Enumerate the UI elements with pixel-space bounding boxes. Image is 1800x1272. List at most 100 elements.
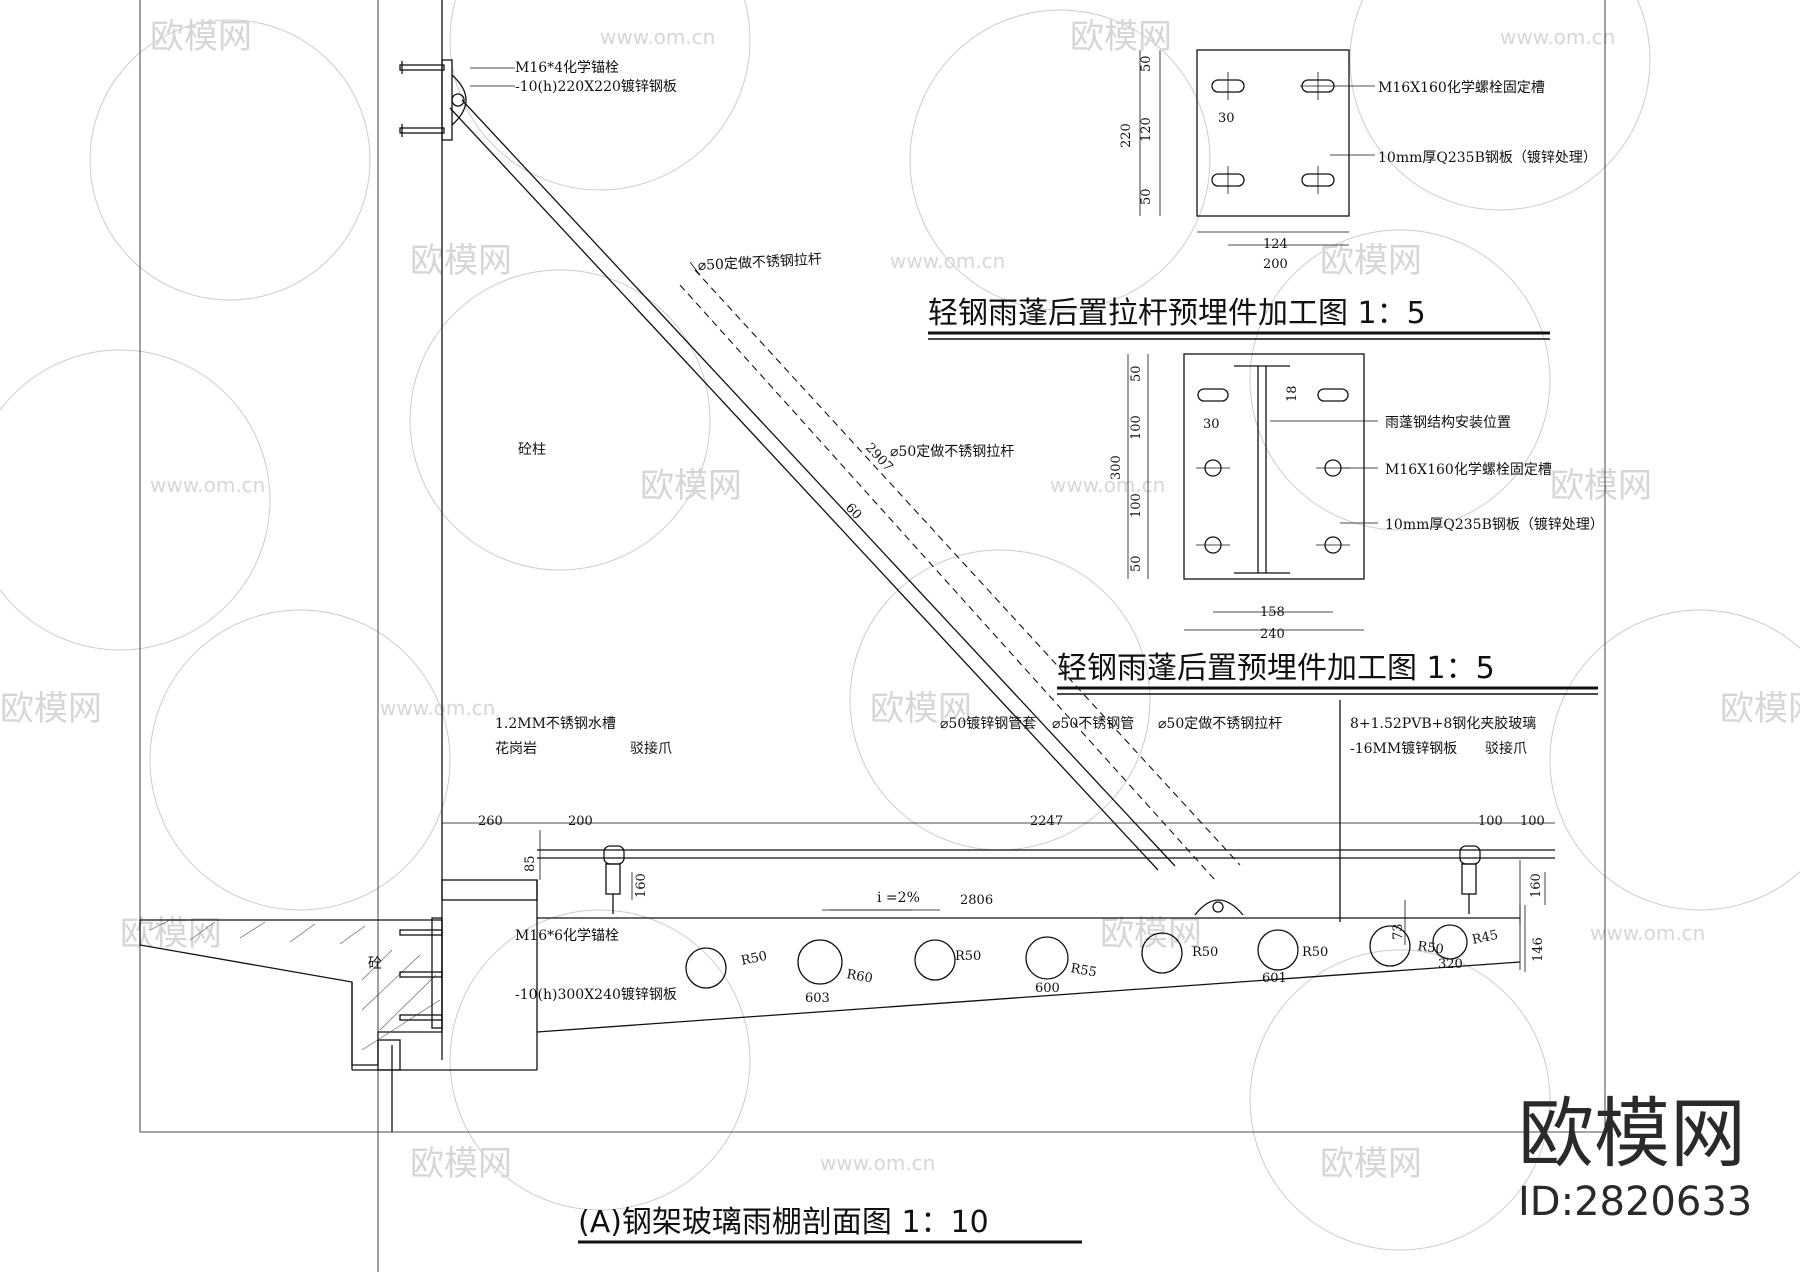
dim-146: 146 [1531,937,1546,962]
wm-url-3: www.om.cn [890,249,1005,273]
label-glass: 8+1.52PVB+8钢化夹胶玻璃 [1350,715,1536,732]
dim-73: 73 [1391,923,1406,940]
label-claw-right: 驳接爪 [1485,740,1527,757]
dim-100b: 100 [1520,814,1545,829]
wm-brand-7: 欧模网 [0,689,102,729]
rod-connector [1194,899,1244,916]
dim-85: 85 [523,855,538,872]
plate1-dim-124: 124 [1263,237,1288,252]
radius-5: R50 [1192,945,1218,960]
brand-id-text: ID:2820633 [1518,1179,1752,1225]
plate1-label-plate: 10mm厚Q235B钢板（镀锌处理） [1378,149,1597,166]
label-tube-b: ⌀50不锈钢管 [1052,716,1134,732]
dim-60: 60 [842,500,864,522]
wm-url-1: www.om.cn [600,25,715,49]
plate2-dim-100b: 100 [1129,493,1144,518]
label-anchor-bottom: M16*6化学锚栓 [515,928,619,944]
label-concrete: 砼 [368,956,382,972]
canopy-section: 260 200 2247 100 100 85 160 160 2806 73 … [139,59,1555,1244]
dim-100a: 100 [1478,814,1503,829]
label-gutter: 1.2MM不锈钢水槽 [495,716,616,732]
label-slope: i =2% [877,890,920,906]
dim-2806: 2806 [960,893,993,908]
label-plate-top: -10(h)220X220镀锌钢板 [515,78,677,95]
wm-url-5: www.om.cn [1050,473,1165,497]
wm-brand-8: 欧模网 [870,689,972,729]
wm-url-4: www.om.cn [150,473,265,497]
label-rod-3: ⌀50定做不锈钢拉杆 [1158,716,1282,732]
plate2-dim-50a: 50 [1129,365,1144,382]
plate1-dim-220: 220 [1119,123,1134,148]
plate2-dim-100a: 100 [1129,415,1144,440]
wm-brand-2: 欧模网 [1070,17,1172,57]
wm-url-2: www.om.cn [1500,25,1615,49]
plate1-title: 轻钢雨蓬后置拉杆预埋件加工图 1：5 [928,296,1426,331]
plate2-slots [1196,388,1350,554]
wm-brand-1: 欧模网 [150,17,252,57]
label-anchor-top: M16*4化学锚栓 [515,60,619,76]
plate1-dim-200: 200 [1263,257,1288,272]
dim-2247: 2247 [1030,814,1063,829]
plate2-label-plate: 10mm厚Q235B钢板（镀锌处理） [1385,516,1604,533]
plate1-outline [1196,49,1350,217]
wm-brand-4: 欧模网 [1320,241,1422,281]
label-plate-16: -16MM镀锌钢板 [1350,740,1457,757]
wm-brand-12: 欧模网 [410,1144,512,1184]
dim-160-left: 160 [634,873,649,898]
plate1-dim-120: 120 [1139,117,1154,142]
radius-8: R45 [1471,928,1500,948]
plate2-dim-240: 240 [1260,627,1285,642]
plate1-dim-lines [1139,50,1375,246]
plate2-label-bolt: M16X160化学螺栓固定槽 [1385,462,1552,478]
tie-rods [449,99,1241,881]
bottom-anchors [399,917,443,1029]
plate1-detail: 50 120 50 220 30 124 200 M16X160化学螺栓固定槽 … [928,49,1597,340]
plate1-dim-30: 30 [1218,111,1235,126]
dim-320: 320 [1438,957,1463,972]
label-plate-bottom: -10(h)300X240镀锌钢板 [515,986,677,1003]
wm-brand-5: 欧模网 [640,466,742,506]
label-rod-2: ⌀50定做不锈钢拉杆 [890,444,1014,460]
section-title: (A)钢架玻璃雨棚剖面图 1：10 [578,1205,989,1240]
dim-200: 200 [568,814,593,829]
label-rod-1: ⌀50定做不锈钢拉杆 [697,252,822,274]
plate2-dim-158: 158 [1260,605,1285,620]
plate2-dim-50b: 50 [1129,555,1144,572]
radius-7: R50 [1416,939,1444,958]
plate2-title: 轻钢雨蓬后置预埋件加工图 1：5 [1057,651,1495,686]
brand-logo-text: 欧模网 [1518,1089,1746,1178]
wm-brand-9: 欧模网 [1720,689,1800,729]
tube-circles [685,924,1468,989]
wm-url-6: www.om.cn [380,696,495,720]
radius-3: R50 [955,949,981,964]
plate2-label-pos: 雨蓬钢结构安装位置 [1385,415,1511,431]
label-claw-left: 驳接爪 [630,740,672,757]
wm-brand-10: 欧模网 [120,914,222,954]
dim-260: 260 [478,814,503,829]
radius-1: R50 [740,949,769,969]
gutter [351,879,538,1132]
brand-watermark: 欧模网 ID:2820633 [1518,1089,1752,1225]
wm-url-8: www.om.cn [820,1151,935,1175]
claw-right [1459,845,1481,914]
section-dim-lines [442,800,1555,972]
top-anchor [399,59,515,141]
dim-600: 600 [1035,981,1060,996]
label-column: 砼柱 [518,442,546,458]
plate1-dim-50a: 50 [1139,55,1154,72]
wm-url-7: www.om.cn [1590,921,1705,945]
plate2-dim-30: 30 [1203,417,1220,432]
wm-brand-11: 欧模网 [1100,914,1202,954]
wm-brand-3: 欧模网 [410,241,512,281]
plate2-dim-18: 18 [1285,385,1300,402]
plate2-outline [1183,353,1365,580]
radius-4: R55 [1069,961,1098,980]
plate1-label-bolt: M16X160化学螺栓固定槽 [1378,80,1545,96]
label-tube-a: ⌀50镀锌钢管套 [940,715,1036,732]
frame-lines [139,0,1606,1272]
wm-brand-13: 欧模网 [1320,1144,1422,1184]
wm-brand-6: 欧模网 [1550,466,1652,506]
plate2-ibeam [1234,365,1290,574]
